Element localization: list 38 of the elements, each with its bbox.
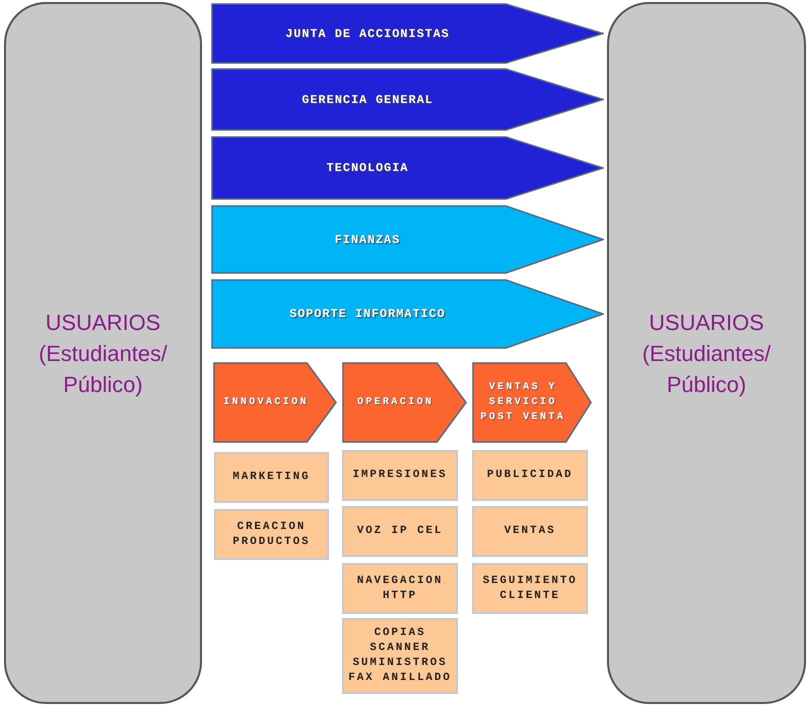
chevron-banner bbox=[211, 205, 604, 274]
user-panel bbox=[4, 2, 202, 704]
chevron-banner bbox=[211, 68, 604, 131]
activity-box bbox=[214, 452, 329, 503]
activity-label: CREACION PRODUCTOS bbox=[232, 520, 312, 550]
banner-label: VENTAS Y SERVICIO POST VENTA bbox=[479, 381, 566, 425]
chevron-banner bbox=[211, 3, 604, 64]
chevron-banner bbox=[213, 362, 337, 443]
banner-label: SOPORTE INFORMATICO bbox=[290, 307, 446, 321]
activity-box bbox=[214, 509, 329, 560]
banner-label: GERENCIA GENERAL bbox=[302, 92, 434, 106]
chevron-banner bbox=[472, 362, 592, 443]
activity-box bbox=[342, 450, 458, 501]
banner-label: TECNOLOGIA bbox=[326, 161, 408, 175]
banner-label: FINANZAS bbox=[334, 232, 400, 246]
activity-label: VOZ IP CEL bbox=[356, 524, 444, 539]
activity-label: SEGUIMIENTO CLIENTE bbox=[482, 574, 578, 604]
chevron-banner bbox=[342, 362, 467, 443]
user-panel bbox=[607, 2, 806, 704]
activity-box bbox=[472, 563, 588, 614]
activity-label: IMPRESIONES bbox=[352, 468, 448, 483]
user-label: USUARIOS (Estudiantes/ Público) bbox=[641, 308, 772, 398]
chevron-banner bbox=[211, 136, 604, 200]
banner-label: OPERACION bbox=[356, 396, 435, 410]
chevron-banner bbox=[211, 279, 604, 349]
activity-label: MARKETING bbox=[232, 470, 312, 485]
banner-label: INNOVACION bbox=[222, 396, 310, 410]
banner-label: JUNTA DE ACCIONISTAS bbox=[285, 26, 450, 40]
activity-label: PUBLICIDAD bbox=[486, 468, 574, 483]
activity-label: NAVEGACION HTTP bbox=[356, 574, 444, 604]
activity-box bbox=[472, 506, 588, 557]
activity-box bbox=[472, 450, 588, 501]
user-label: USUARIOS (Estudiantes/ Público) bbox=[38, 308, 168, 398]
activity-label: COPIAS SCANNER SUMINISTROS FAX ANILLADO bbox=[347, 626, 453, 686]
activity-box bbox=[342, 563, 458, 614]
activity-label: VENTAS bbox=[503, 524, 557, 539]
activity-box bbox=[342, 506, 458, 557]
activity-box bbox=[342, 618, 458, 694]
